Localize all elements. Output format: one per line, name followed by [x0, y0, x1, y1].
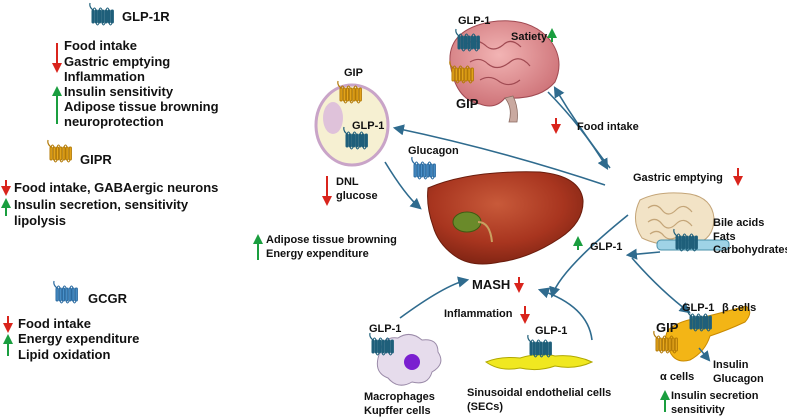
glp1r-effect-inflammation: Inflammation [64, 69, 145, 84]
pancreas-gip-label: GIP [656, 320, 679, 335]
adipocyte-glp1-label: GLP-1 [352, 120, 385, 132]
fats-label: Fats [713, 231, 736, 243]
adipocyte-illustration [314, 83, 390, 167]
gcgr-effect-energy-expenditure: Energy expenditure [18, 331, 140, 346]
glp1r-effect-food-intake: Food intake [64, 38, 137, 53]
brain-gip-label: GIP [456, 96, 479, 111]
arrow-gut-to-adipose [392, 124, 606, 186]
liver-glucagon-label: Glucagon [408, 145, 459, 157]
liver-illustration [427, 171, 584, 265]
alpha-cells-label: α cells [660, 371, 695, 383]
glp1r-effect-adipose-browning: Adipose tissue browning [64, 99, 219, 114]
gut-to-glp1-arrow [625, 248, 661, 260]
energy-expenditure-label: Energy expenditure [266, 248, 369, 260]
gcgr-effect-food-intake: Food intake [18, 316, 91, 331]
sensitivity-label: sensitivity [671, 404, 725, 416]
adipose-browning-label: Adipose tissue browning [266, 234, 397, 246]
gipr-effect-lipolysis: lipolysis [14, 213, 67, 228]
arrow-gut-to-pancreas [631, 257, 691, 314]
gipr-title: GIPR [80, 152, 112, 167]
pancreas-to-insulin-arrow [698, 347, 711, 362]
satiety-label: Satiety [511, 31, 548, 43]
carbohydrates-label: Carbohydrates [713, 244, 787, 256]
gcgr-effect-lipid-oxidation: Lipid oxidation [18, 347, 111, 362]
sec-label: Sinusoidal endothelial cells [467, 387, 612, 399]
pancreas-glp1-label: GLP-1 [682, 302, 715, 314]
macrophages-label: Macrophages [364, 391, 435, 403]
insulin-label: Insulin [713, 359, 749, 371]
sec-illustration [484, 353, 594, 371]
macrophage-glp1-receptor-icon [369, 332, 394, 356]
adipocyte-gip-label: GIP [344, 67, 363, 79]
gut-glp1-label: GLP-1 [590, 241, 623, 253]
arrow-gut-to-brain [553, 86, 611, 169]
sec-glp1-receptor-icon [527, 334, 553, 358]
beta-cells-label: β cells [722, 302, 757, 314]
brain-glp1-label: GLP-1 [458, 15, 491, 27]
glucose-label: glucose [336, 190, 378, 202]
brain-food-intake-label: Food intake [577, 121, 639, 133]
arrow-adipose-to-liver [384, 161, 422, 210]
glp1r-receptor-icon [89, 2, 115, 26]
arrow-immune-to-liver [399, 276, 470, 319]
gipr-receptor-icon [47, 139, 73, 163]
macrophage-glp1-label: GLP-1 [369, 323, 402, 335]
glucagon-label: Glucagon [713, 373, 764, 385]
gcgr-title: GCGR [88, 291, 127, 306]
inflammation-label: Inflammation [444, 308, 513, 320]
gcgr-receptor-icon [53, 280, 79, 304]
gipr-effect-insulin: Insulin secretion, sensitivity [14, 197, 189, 212]
gipr-effect-food-intake: Food intake, GABAergic neurons [14, 180, 219, 195]
kupffer-cells-label: Kupffer cells [364, 405, 431, 417]
arrow-gut-to-immune [549, 214, 629, 299]
dnl-label: DNL [336, 176, 359, 188]
mash-label: MASH [472, 277, 511, 292]
bile-acids-label: Bile acids [713, 217, 765, 229]
glp1r-effect-neuroprotection: neuroprotection [64, 114, 164, 129]
glp1r-effect-gastric-emptying: Gastric emptying [64, 54, 171, 69]
flow-arrows [384, 86, 691, 341]
liver-glucagon-receptor-icon [411, 156, 436, 180]
glp1r-effect-insulin-sensitivity: Insulin sensitivity [64, 84, 174, 99]
gastric-emptying-label: Gastric emptying [633, 172, 723, 184]
glp1r-title: GLP-1R [122, 9, 170, 24]
sec-glp1-label: GLP-1 [535, 325, 568, 337]
sec-abbrev-label: (SECs) [467, 401, 504, 413]
insulin-secretion-label: Insulin secretion [671, 390, 759, 402]
arrow-sec-to-liver [537, 287, 593, 341]
